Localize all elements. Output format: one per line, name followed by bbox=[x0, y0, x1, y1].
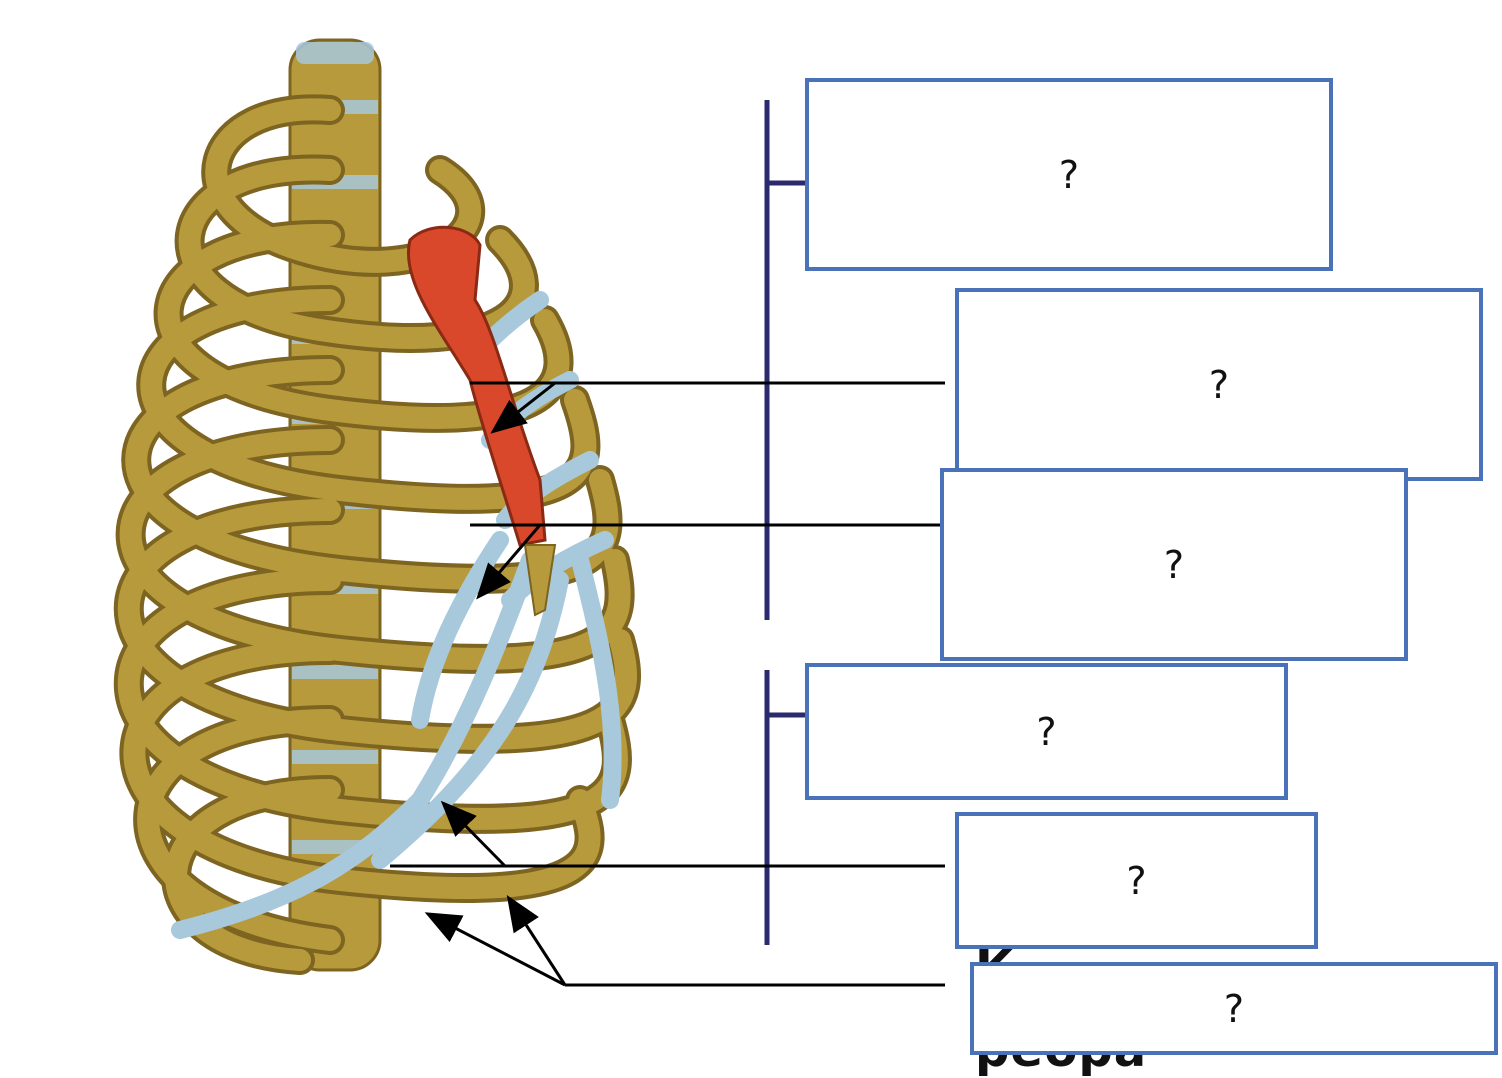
label-box-costal-arch[interactable]: ? bbox=[955, 812, 1318, 949]
label-text: ? bbox=[1209, 363, 1229, 407]
label-text: ? bbox=[1164, 543, 1184, 587]
label-box-false-ribs[interactable]: ? bbox=[940, 468, 1408, 661]
label-box-floating-ribs-group[interactable]: ? bbox=[805, 663, 1288, 800]
label-box-floating-ribs[interactable]: ? bbox=[970, 962, 1498, 1055]
label-text: ? bbox=[1036, 710, 1056, 754]
label-text: ? bbox=[1126, 859, 1146, 903]
label-text: ? bbox=[1059, 153, 1079, 197]
label-box-true-ribs[interactable]: ? bbox=[955, 288, 1483, 481]
label-box-sternum[interactable]: ? bbox=[805, 78, 1333, 271]
brackets bbox=[767, 100, 805, 945]
rib-cage-illustration bbox=[129, 40, 626, 970]
label-text: ? bbox=[1224, 987, 1244, 1031]
